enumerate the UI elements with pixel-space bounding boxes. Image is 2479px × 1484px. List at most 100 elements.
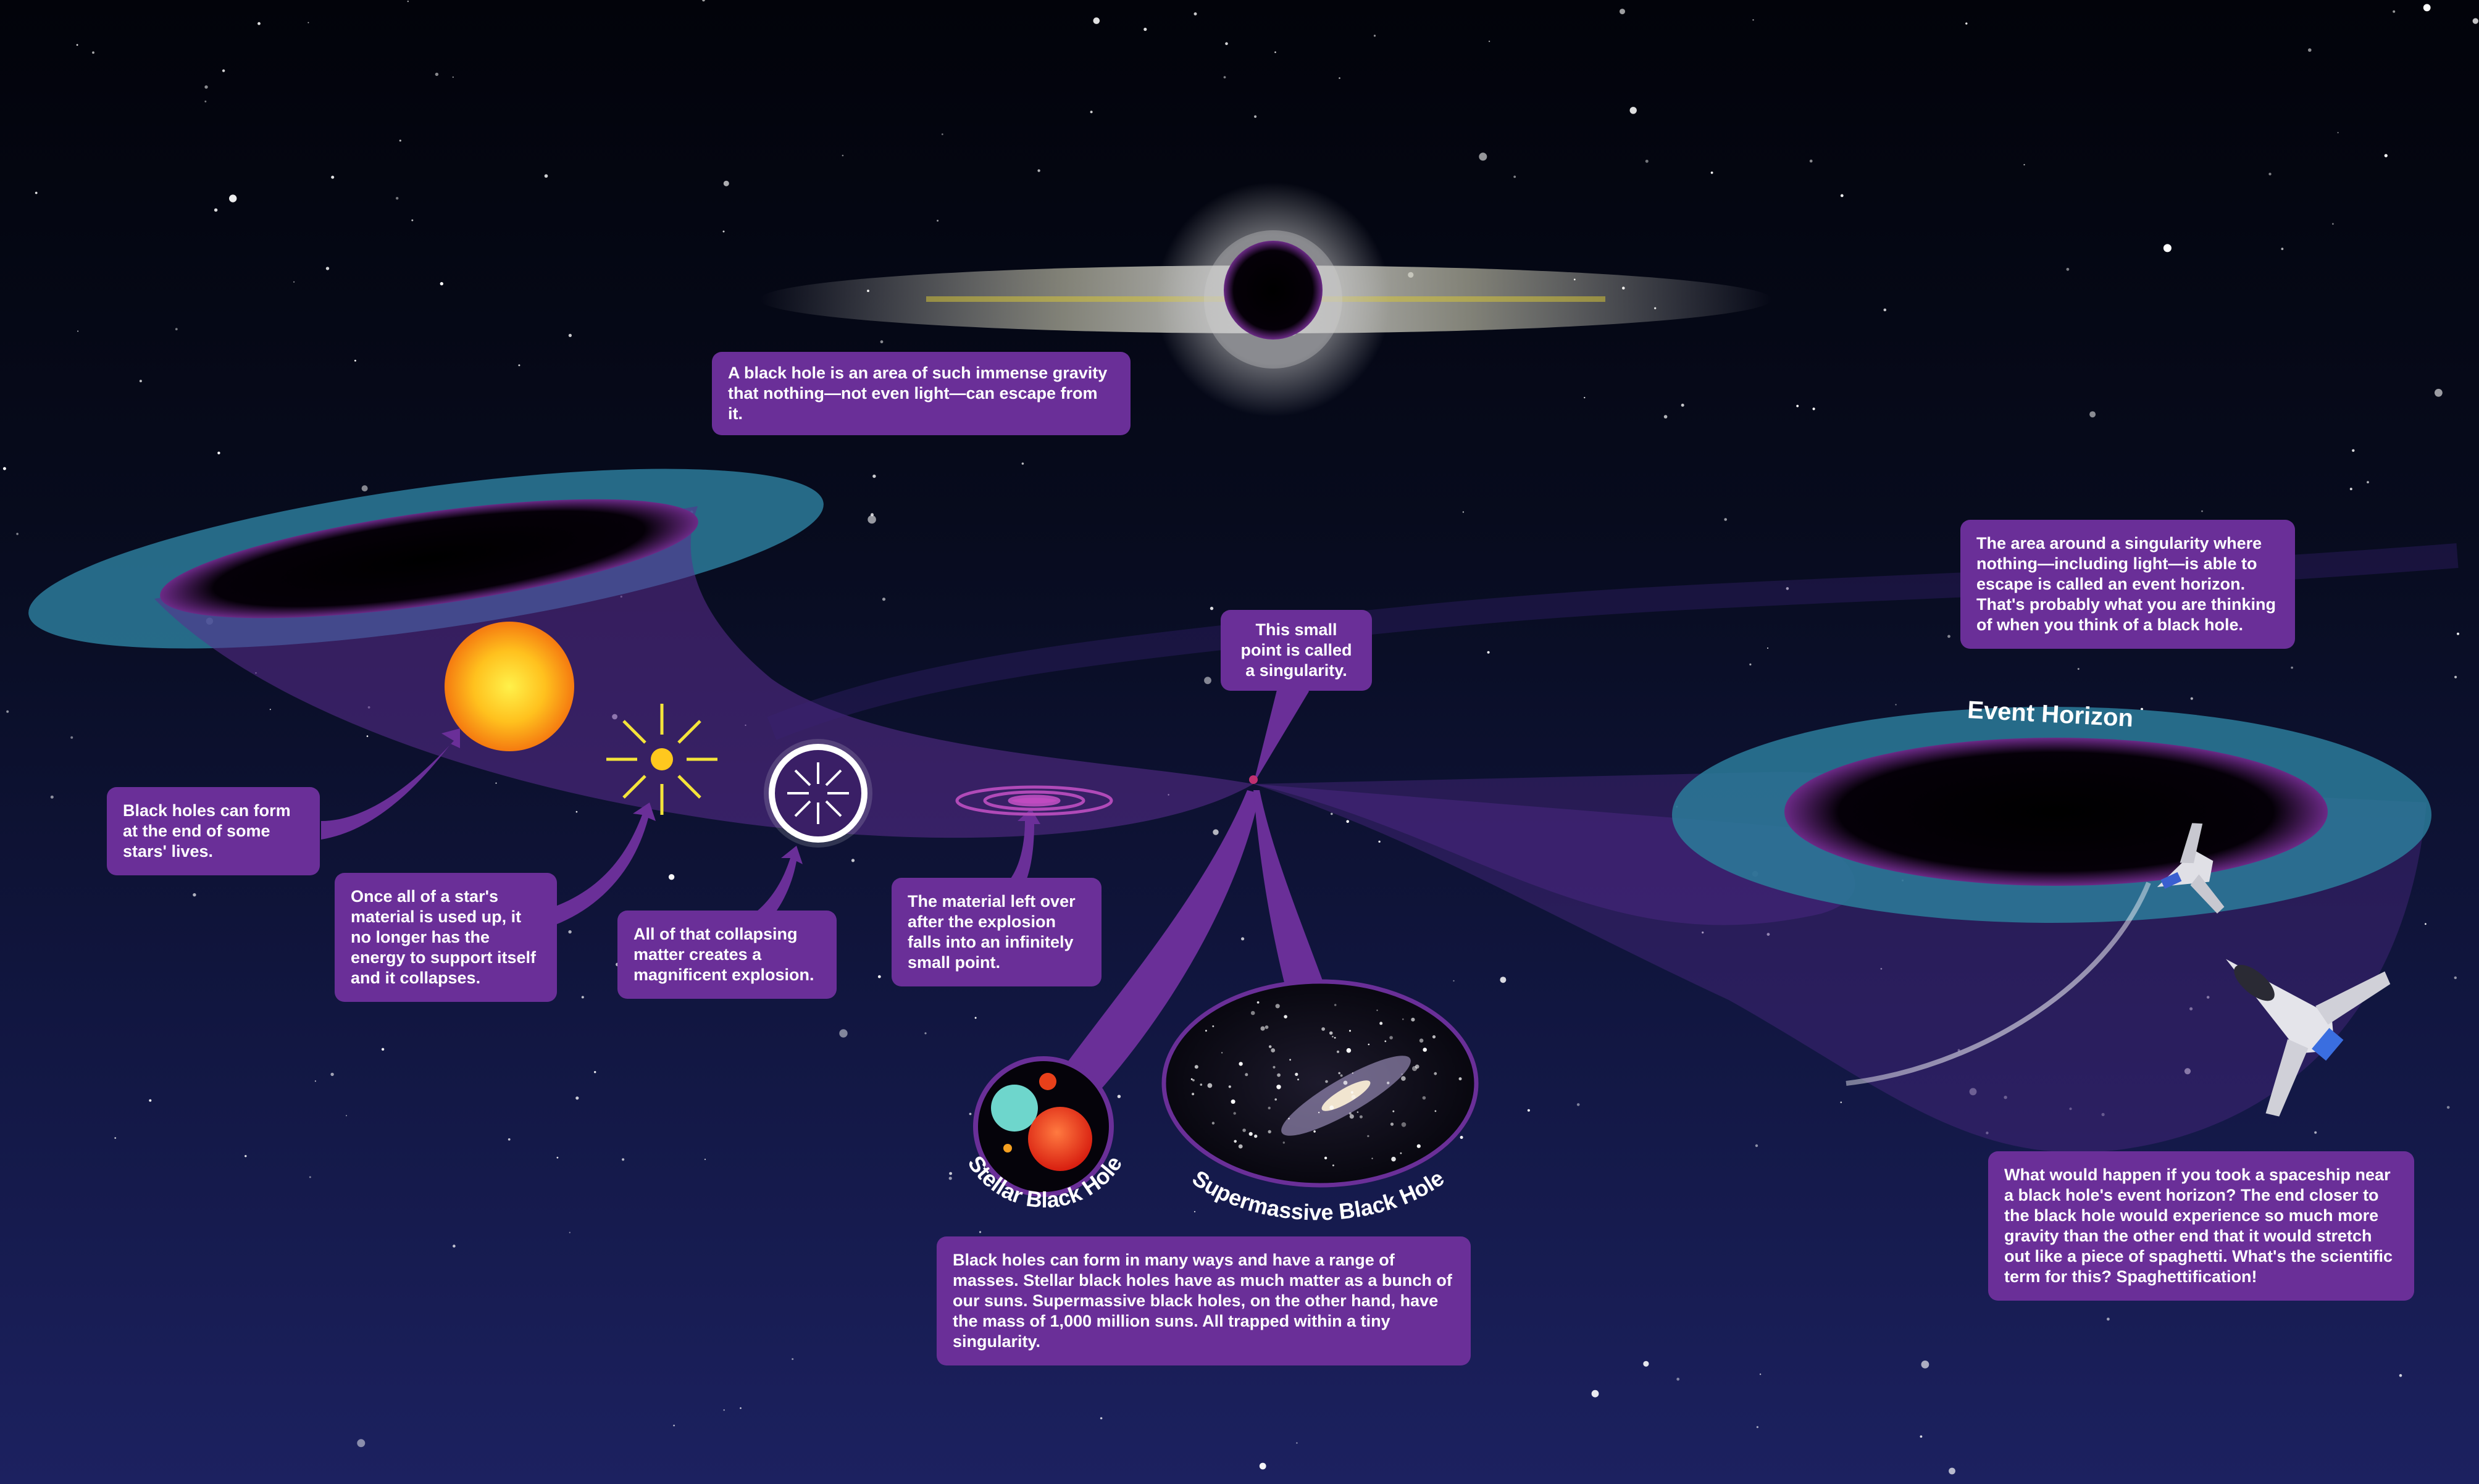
- event-horizon-definition-callout: The area around a singularity where noth…: [1960, 520, 2295, 649]
- star-dot: [366, 735, 369, 737]
- galaxy-star-dot: [1384, 1040, 1387, 1043]
- star-dot: [2, 467, 6, 470]
- galaxy-star-dot: [1371, 1157, 1373, 1159]
- galaxy-star-dot: [1190, 1078, 1193, 1080]
- star-dot: [453, 1244, 456, 1248]
- galaxy-star-dot: [1419, 1038, 1424, 1043]
- galaxy-star-dot: [1357, 1111, 1359, 1113]
- galaxy-star-dot: [1277, 1073, 1281, 1077]
- star-dot: [1513, 175, 1516, 178]
- galaxy-star-dot: [1254, 1134, 1258, 1138]
- galaxy-star-dot: [1228, 1085, 1231, 1088]
- star-dot: [871, 513, 874, 517]
- star-dot: [702, 0, 705, 2]
- star-dot: [361, 485, 368, 492]
- galaxy-star-dot: [1211, 1122, 1215, 1125]
- star-dot: [1986, 1132, 1989, 1135]
- star-dot: [575, 1096, 579, 1100]
- star-dot: [346, 1115, 347, 1117]
- star-dot: [2206, 996, 2210, 999]
- star-dot: [2268, 172, 2272, 176]
- star-dot: [1766, 933, 1770, 936]
- star-dot: [1254, 115, 1257, 118]
- star-dot: [924, 1032, 927, 1035]
- star-dot: [1213, 829, 1219, 835]
- star-dot: [1194, 12, 1197, 15]
- star-dot: [1100, 1417, 1103, 1420]
- stretched-spaceship-icon: [2157, 823, 2225, 914]
- star-dot: [575, 811, 578, 813]
- star-dot: [1663, 415, 1668, 419]
- singularity-point: [1249, 775, 1258, 784]
- star-dot: [1710, 171, 1713, 174]
- star-dot: [1759, 1374, 1762, 1375]
- star-dot: [222, 69, 225, 72]
- star-dot: [851, 859, 855, 862]
- star-dot: [948, 1177, 952, 1180]
- galaxy-star-dot: [1250, 1011, 1255, 1015]
- star-dot: [2457, 632, 2459, 635]
- star-dot: [2399, 1374, 2402, 1377]
- galaxy-star-dot: [1289, 1059, 1292, 1061]
- galaxy-star-dot: [1411, 1017, 1415, 1022]
- star-dot: [2163, 244, 2172, 252]
- star-dot: [556, 1156, 559, 1159]
- star-dot: [325, 267, 330, 270]
- galaxy-star-dot: [1415, 1064, 1419, 1069]
- galaxy-star-dot: [1332, 1036, 1334, 1038]
- star-dot: [1949, 1467, 1955, 1475]
- star-dot: [2101, 1112, 2105, 1117]
- star-dot: [723, 1409, 725, 1411]
- galaxy-star-dot: [1192, 1079, 1195, 1082]
- star-dot: [204, 85, 208, 89]
- star-dot: [2454, 976, 2457, 980]
- star-dot: [880, 340, 884, 344]
- star-dot: [1204, 677, 1211, 685]
- galaxy-star-dot: [1207, 1083, 1213, 1088]
- star-dot: [581, 996, 584, 999]
- spaghettification-trail: [1846, 882, 2151, 1086]
- star-dot: [2314, 1131, 2317, 1134]
- star-dot: [1645, 159, 1649, 163]
- star-dot: [217, 451, 220, 454]
- star-dot: [839, 1029, 848, 1038]
- galaxy-star-dot: [1192, 1093, 1195, 1096]
- star-dot: [1021, 462, 1024, 465]
- star-dot: [2189, 1007, 2193, 1011]
- supermassive-black-hole-illustration: [1161, 979, 1479, 1188]
- star-dot: [229, 194, 237, 202]
- star-dot: [722, 230, 725, 233]
- galaxy-star-dot: [1321, 1027, 1326, 1031]
- star-dot: [1756, 1426, 1758, 1428]
- star-dot: [1702, 932, 1704, 934]
- star-dot: [2349, 488, 2352, 491]
- star-dot: [1488, 40, 1490, 43]
- galaxy-star-dot: [1349, 1030, 1351, 1032]
- black-hole-illustration: [759, 182, 1772, 417]
- star-dot: [2291, 666, 2293, 669]
- galaxy-star-dot: [1260, 1026, 1265, 1031]
- star-dot: [396, 197, 399, 200]
- star-dot: [2004, 1096, 2007, 1099]
- star-dot: [1210, 606, 1214, 611]
- star-dot: [1296, 1442, 1298, 1444]
- star-dot: [1969, 1088, 1977, 1096]
- star-dot: [2352, 449, 2355, 452]
- galaxy-star-dot: [1343, 1080, 1348, 1085]
- definition-callout: A black hole is an area of such immense …: [712, 352, 1131, 435]
- galaxy-star-dot: [1346, 1048, 1352, 1053]
- star-dot: [2190, 697, 2193, 700]
- galaxy-star-dot: [1324, 1156, 1327, 1160]
- star-dot: [1591, 1390, 1599, 1398]
- star-dot: [1749, 663, 1752, 665]
- star-dot: [867, 515, 876, 524]
- galaxy-star-dot: [1268, 1106, 1271, 1110]
- star-dot: [969, 1112, 972, 1115]
- star-dot: [877, 975, 881, 978]
- star-dot: [1378, 840, 1381, 843]
- singularity-callout: This small point is called a singularity…: [1221, 610, 1372, 691]
- star-dot: [568, 333, 572, 338]
- star-dot: [92, 51, 94, 54]
- star-dot: [1895, 704, 1897, 706]
- star-dot: [1724, 518, 1727, 521]
